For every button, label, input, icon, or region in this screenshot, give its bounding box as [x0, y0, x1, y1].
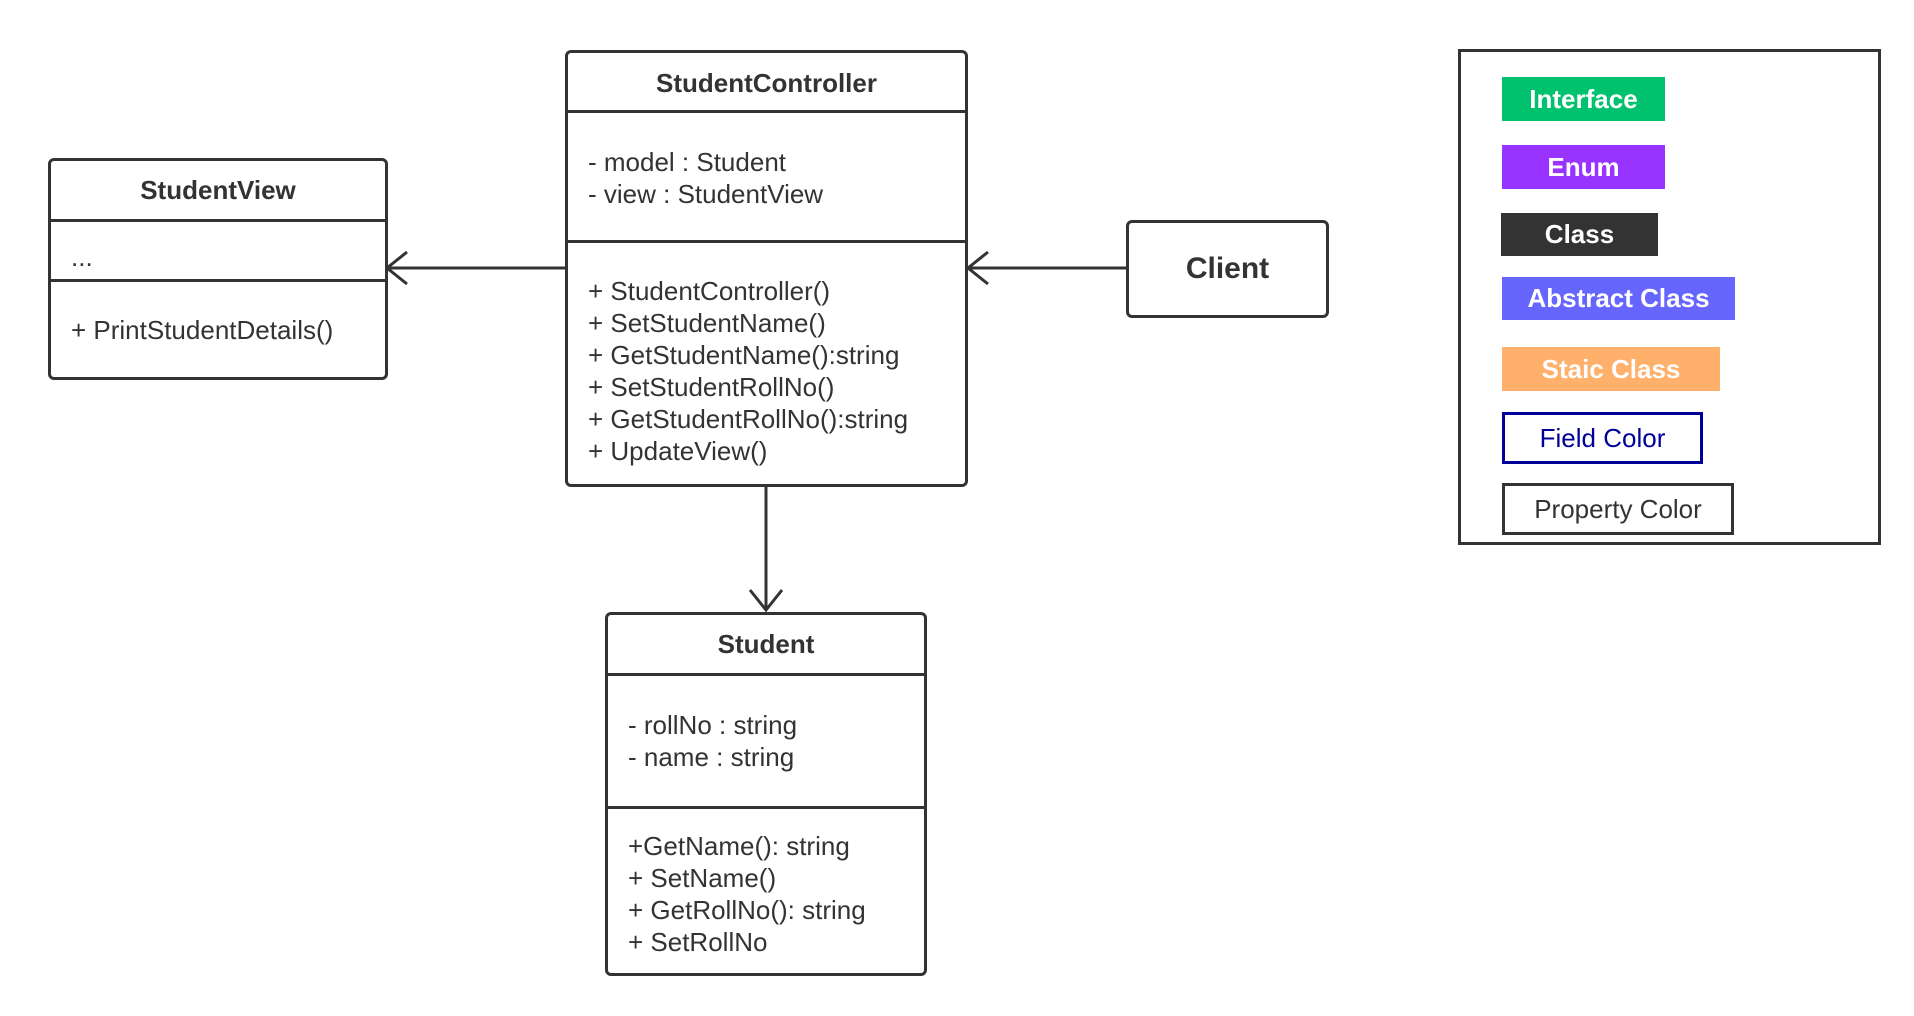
color-legend: Interface Enum Class Abstract Class Stai…	[1458, 49, 1881, 545]
method-getrollno: + GetRollNo(): string	[628, 895, 866, 925]
legend-abstract-class: Abstract Class	[1502, 277, 1735, 320]
method-updateview: + UpdateView()	[588, 436, 768, 466]
legend-field-color: Field Color	[1502, 412, 1703, 464]
method-section: + PrintStudentDetails()	[71, 314, 375, 346]
class-divider	[568, 240, 965, 243]
legend-class: Class	[1501, 213, 1658, 256]
method-getstudentname: + GetStudentName():string	[588, 340, 900, 370]
field-model: - model : Student	[588, 147, 786, 177]
field-view: - view : StudentView	[588, 179, 824, 209]
class-divider	[51, 279, 385, 282]
class-box-client[interactable]: Client	[1126, 220, 1329, 318]
class-name-client: Client	[1185, 252, 1270, 285]
field-section: - rollNo : string - name : string	[628, 709, 914, 773]
method-printstudentdetails: + PrintStudentDetails()	[71, 315, 334, 345]
method-studentcontroller: + StudentController()	[588, 276, 831, 306]
method-section: +GetName(): string + SetName() + GetRoll…	[628, 830, 914, 958]
legend-static-class: Staic Class	[1502, 347, 1720, 391]
field-rollno: - rollNo : string	[628, 710, 798, 740]
student-arrowhead	[748, 589, 784, 613]
method-getname: +GetName(): string	[628, 831, 850, 861]
method-setstudentname: + SetStudentName()	[588, 308, 826, 338]
class-divider	[608, 673, 924, 676]
class-name-student: Student	[717, 629, 815, 659]
method-getstudentrollno: + GetStudentRollNo():string	[588, 404, 909, 434]
legend-property-color: Property Color	[1502, 483, 1734, 535]
class-box-studentview[interactable]: StudentView ... + PrintStudentDetails()	[48, 158, 388, 380]
class-box-studentcontroller[interactable]: StudentController - model : Student - vi…	[565, 50, 968, 487]
field-ellipsis: ...	[71, 242, 93, 272]
method-section: + StudentController() + SetStudentName()…	[588, 275, 955, 467]
method-setrollno: + SetRollNo	[628, 927, 768, 957]
field-name: - name : string	[628, 742, 795, 772]
legend-enum: Enum	[1502, 145, 1665, 189]
class-divider	[51, 219, 385, 222]
class-name-studentcontroller: StudentController	[656, 68, 877, 98]
legend-interface: Interface	[1502, 77, 1665, 121]
class-divider	[568, 110, 965, 113]
method-setname: + SetName()	[628, 863, 777, 893]
field-section: - model : Student - view : StudentView	[588, 146, 955, 210]
class-box-student[interactable]: Student - rollNo : string - name : strin…	[605, 612, 927, 976]
field-section: ...	[71, 241, 375, 273]
controller-arrowhead	[965, 250, 989, 286]
method-setstudentrollno: + SetStudentRollNo()	[588, 372, 835, 402]
class-name-studentview: StudentView	[140, 175, 296, 205]
class-divider	[608, 806, 924, 809]
